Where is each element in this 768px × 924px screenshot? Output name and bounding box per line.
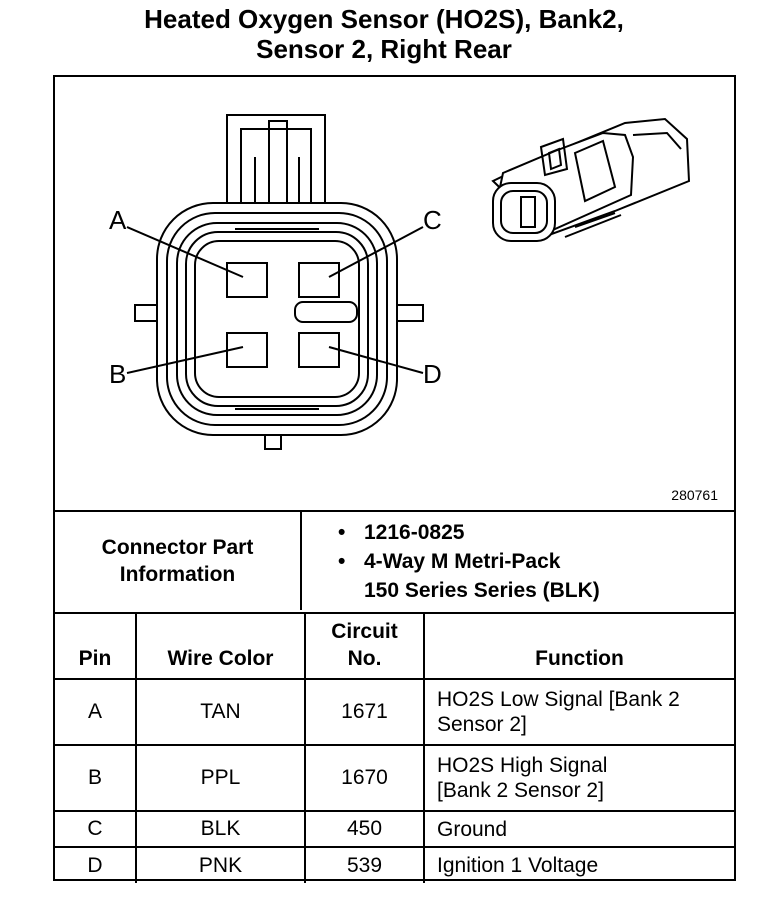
connector-diagram: A B C D 280761 bbox=[55, 77, 734, 510]
function-cell: Ground bbox=[423, 810, 734, 848]
circuit-cell: 450 bbox=[304, 810, 425, 848]
circuit-cell: 539 bbox=[304, 846, 425, 883]
leader-c bbox=[328, 226, 424, 278]
circuit-cell: 1671 bbox=[304, 678, 425, 746]
connector-info-values: 1216-0825 4-Way M Metri-Pack 150 Series … bbox=[301, 510, 734, 610]
function-cell: HO2S High Signal [Bank 2 Sensor 2] bbox=[423, 744, 734, 812]
pin-cell: A bbox=[55, 678, 137, 746]
function-cell: HO2S Low Signal [Bank 2 Sensor 2] bbox=[423, 678, 734, 746]
wire-color-cell: PNK bbox=[135, 846, 306, 883]
pin-cell: B bbox=[55, 744, 137, 812]
pin-cell: D bbox=[55, 846, 137, 883]
header-circuit: Circuit No. bbox=[304, 612, 425, 680]
keyway-slot bbox=[294, 301, 358, 323]
connector-info-label: Connector Part Information bbox=[55, 510, 302, 610]
pin-label-c: C bbox=[423, 205, 442, 235]
cavity-d bbox=[298, 332, 340, 368]
latch-tab bbox=[226, 114, 326, 216]
header-pin: Pin bbox=[55, 612, 137, 680]
pin-table-header: Pin Wire Color Circuit No. Function bbox=[55, 612, 734, 680]
table-row: D PNK 539 Ignition 1 Voltage bbox=[55, 846, 734, 883]
outline-outer bbox=[156, 202, 398, 436]
header-wire-color: Wire Color bbox=[135, 612, 306, 680]
leader-b bbox=[126, 346, 244, 374]
title-line-2: Sensor 2, Right Rear bbox=[256, 34, 512, 64]
leader-a bbox=[126, 226, 244, 278]
circuit-cell: 1670 bbox=[304, 744, 425, 812]
pin-cell: C bbox=[55, 810, 137, 848]
cavity-a bbox=[226, 262, 268, 298]
pin-label-d: D bbox=[423, 359, 442, 389]
table-row: C BLK 450 Ground bbox=[55, 810, 734, 848]
wire-color-cell: BLK bbox=[135, 810, 306, 848]
cavity-c bbox=[298, 262, 340, 298]
connector-type: 4-Way M Metri-Pack 150 Series Series (BL… bbox=[338, 547, 733, 605]
function-cell: Ignition 1 Voltage bbox=[423, 846, 734, 883]
table-row: A TAN 1671 HO2S Low Signal [Bank 2 Senso… bbox=[55, 678, 734, 746]
connector-face-drawing bbox=[126, 114, 691, 450]
connector-frame: A B C D 280761 Connector Part Informatio… bbox=[53, 75, 736, 883]
header-function: Function bbox=[423, 612, 734, 680]
leader-d bbox=[328, 346, 424, 374]
wire-color-cell: TAN bbox=[135, 678, 306, 746]
table-row: B PPL 1670 HO2S High Signal [Bank 2 Sens… bbox=[55, 744, 734, 812]
wire-color-cell: PPL bbox=[135, 744, 306, 812]
title-line-1: Heated Oxygen Sensor (HO2S), Bank2, bbox=[144, 4, 624, 34]
connector-side-view bbox=[491, 117, 691, 242]
page-title: Heated Oxygen Sensor (HO2S), Bank2, Sens… bbox=[0, 4, 768, 64]
pin-label-a: A bbox=[109, 205, 127, 235]
part-number: 1216-0825 bbox=[338, 518, 733, 547]
figure-id: 280761 bbox=[671, 487, 718, 503]
connector-info-table: Connector Part Information 1216-0825 4-W… bbox=[55, 510, 734, 610]
pin-table: Pin Wire Color Circuit No. Function A TA… bbox=[55, 612, 734, 883]
pin-label-b: B bbox=[109, 359, 127, 389]
